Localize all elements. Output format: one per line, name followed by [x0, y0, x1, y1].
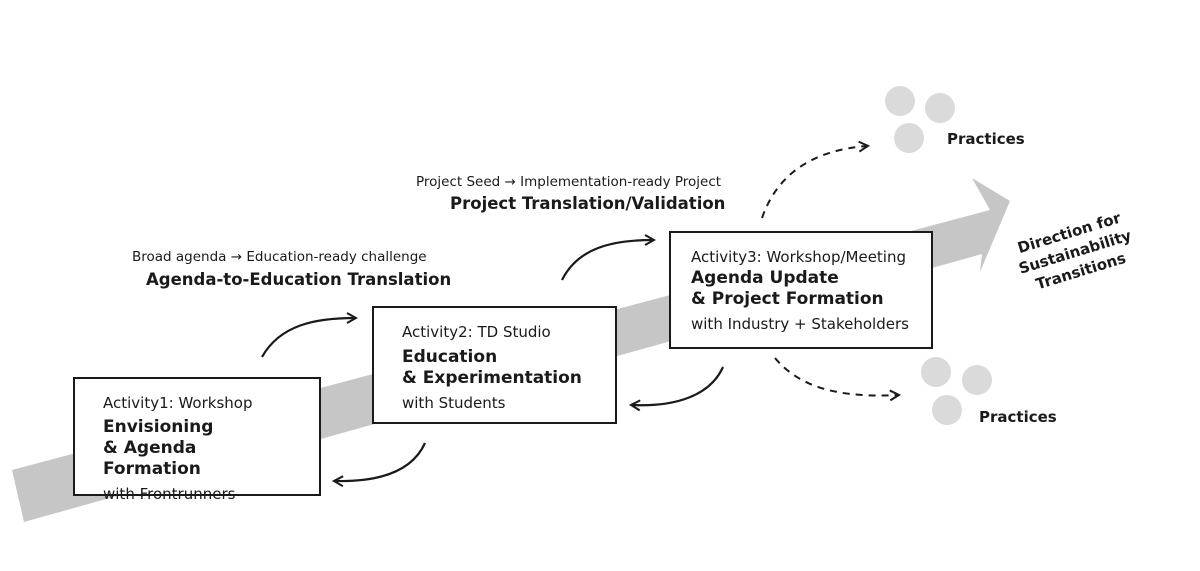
feedback-arrow-1	[335, 442, 427, 481]
practice-circle	[925, 93, 955, 123]
translation-2-subtitle: Project Seed → Implementation-ready Proj…	[416, 174, 722, 190]
translation-1-title: Agenda-to-Education Translation	[146, 270, 452, 289]
activity-2-title-line2: & Experimentation	[402, 368, 582, 388]
practices-label-top: Practices	[947, 130, 1025, 148]
activity-1-title-line1: Envisioning	[103, 417, 214, 437]
practices-label-bottom: Practices	[979, 408, 1057, 426]
activity-1-title-line2: & Agenda Formation	[103, 438, 201, 479]
practice-circle	[932, 395, 962, 425]
activity-3-box: Activity3: Workshop/Meeting Agenda Updat…	[669, 231, 933, 349]
translation-2-title: Project Translation/Validation	[450, 194, 726, 213]
activity-3-title-line2: & Project Formation	[691, 289, 884, 309]
translation-1-subtitle: Broad agenda → Education-ready challenge	[132, 249, 427, 265]
activity-1-box: Activity1: Workshop Envisioning & Agenda…	[73, 377, 321, 503]
activity-2-title-line1: Education	[402, 347, 498, 367]
activity-2-participants: with Students	[402, 394, 506, 412]
activity-2-box: Activity2: TD Studio Education & Experim…	[372, 306, 617, 424]
practice-circle	[894, 123, 924, 153]
forward-arrow-2	[561, 240, 653, 281]
forward-arrow-1	[261, 318, 355, 358]
practice-circle	[885, 86, 915, 116]
feedback-arrow-2	[632, 366, 725, 405]
practice-arrow-bottom	[774, 357, 898, 396]
practice-circle	[962, 365, 992, 395]
activity-2-label: Activity2: TD Studio	[402, 323, 551, 341]
activity-3-participants: with Industry + Stakeholders	[691, 315, 909, 333]
activity-1-label: Activity1: Workshop	[103, 394, 253, 412]
activity-3-label: Activity3: Workshop/Meeting	[691, 248, 906, 266]
practice-arrow-top	[761, 146, 867, 219]
practice-circle	[921, 357, 951, 387]
activity-1-participants: with Frontrunners	[103, 485, 236, 503]
activity-3-title-line1: Agenda Update	[691, 268, 839, 288]
